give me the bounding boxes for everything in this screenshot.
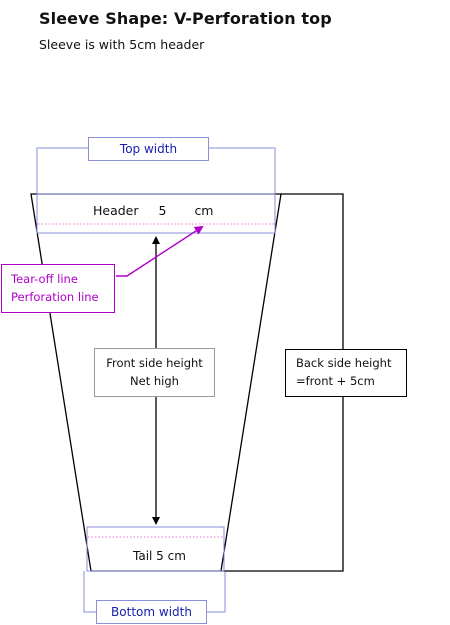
bottom-width-label-box: Bottom width [96,600,207,624]
header-region [36,193,276,234]
header-value: 5 [158,203,167,218]
page-subtitle: Sleeve is with 5cm header [39,37,205,52]
header-text: Header 5 cm [93,202,214,220]
page-title: Sleeve Shape: V-Perforation top [39,9,332,28]
tear-off-line-label: Tear-off line [11,272,78,286]
tail-label: Tail 5 cm [133,549,186,563]
back-height-box: Back side height =front + 5cm [285,349,407,397]
tail-region [86,526,225,572]
tear-off-pointer [116,225,204,277]
back-height-label: Back side height [296,356,392,370]
front-height-label: Front side height [106,356,203,370]
header-label: Header [93,203,139,218]
front-height-box: Front side height Net high [94,348,215,397]
top-width-label: Top width [119,142,178,156]
header-unit: cm [194,203,214,218]
perforation-line-label: Perforation line [11,290,99,304]
net-high-label: Net high [130,374,179,388]
top-width-label-box: Top width [88,137,209,161]
bottom-width-label: Bottom width [111,605,192,619]
back-height-formula: =front + 5cm [296,374,375,388]
tear-off-callout: Tear-off line Perforation line [1,264,115,313]
